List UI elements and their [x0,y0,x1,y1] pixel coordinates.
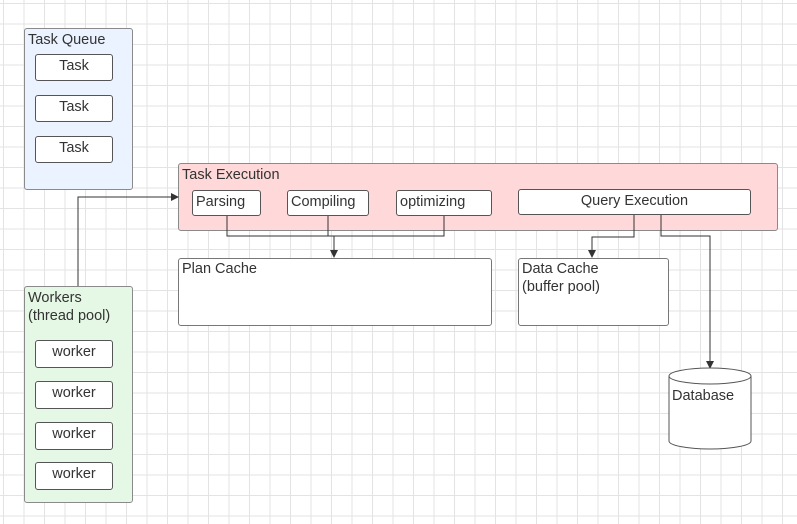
query-execution-box: Query Execution [518,189,751,215]
worker-item: worker [35,340,113,368]
workers-title: Workers (thread pool) [28,290,111,324]
task-queue-item: Task [35,54,113,81]
compiling-box: Compiling [287,190,369,216]
worker-item: worker [35,381,113,409]
task-queue-item: Task [35,136,113,163]
task-queue-title: Task Queue [28,32,106,48]
parsing-box: Parsing [192,190,261,216]
optimizing-box: optimizing [396,190,492,216]
database-label: Database [672,388,735,404]
worker-item: worker [35,422,113,450]
workers-to-execution-connector [77,193,179,286]
task-execution-title: Task Execution [182,167,280,183]
plan-cache-box: Plan Cache [178,258,492,326]
worker-item: worker [35,462,113,490]
task-queue-item: Task [35,95,113,122]
database-cylinder [668,367,752,450]
data-cache-box: Data Cache (buffer pool) [518,258,669,326]
